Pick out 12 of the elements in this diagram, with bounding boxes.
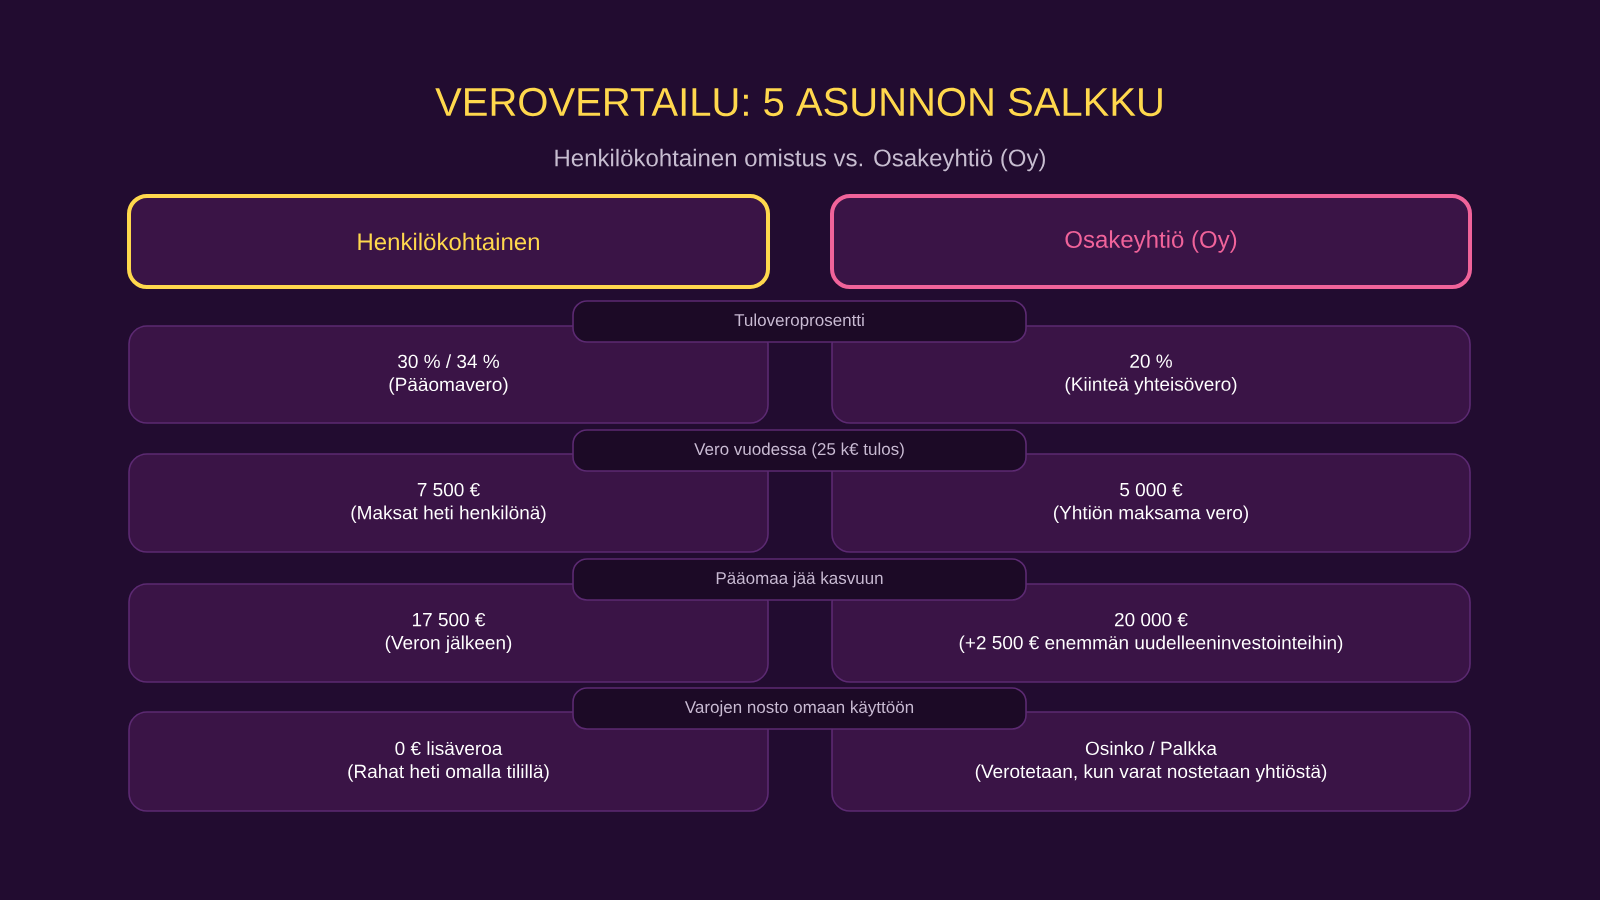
header-box: Osakeyhtiö (Oy) — [830, 194, 1472, 289]
header-box: Henkilökohtainen — [127, 194, 770, 289]
row-label-pill: Vero vuodessa (25 k€ tulos) — [572, 429, 1027, 472]
row-label-pill: Pääomaa jää kasvuun — [572, 558, 1027, 601]
value-box: 30 % / 34 % (Pääomavero) — [128, 325, 769, 424]
value-box: 20 000 € (+2 500 € enemmän uudelleeninvestointeihin) — [831, 583, 1471, 683]
title: VEROVERTAILU: 5 ASUNNON SALKKU — [435, 87, 1162, 117]
value-box: 17 500 € (Veron jälkeen) — [128, 583, 769, 683]
row-label-pill: Tuloveroprosentti — [572, 300, 1027, 343]
value-box: 20 % (Kiinteä yhteisövero) — [831, 325, 1471, 424]
subtitle: Henkilökohtainen omistus vs. Osakeyhtiö (Oy) — [555, 148, 1045, 172]
row-label-pill: Varojen nosto omaan käyttöön — [572, 687, 1027, 730]
